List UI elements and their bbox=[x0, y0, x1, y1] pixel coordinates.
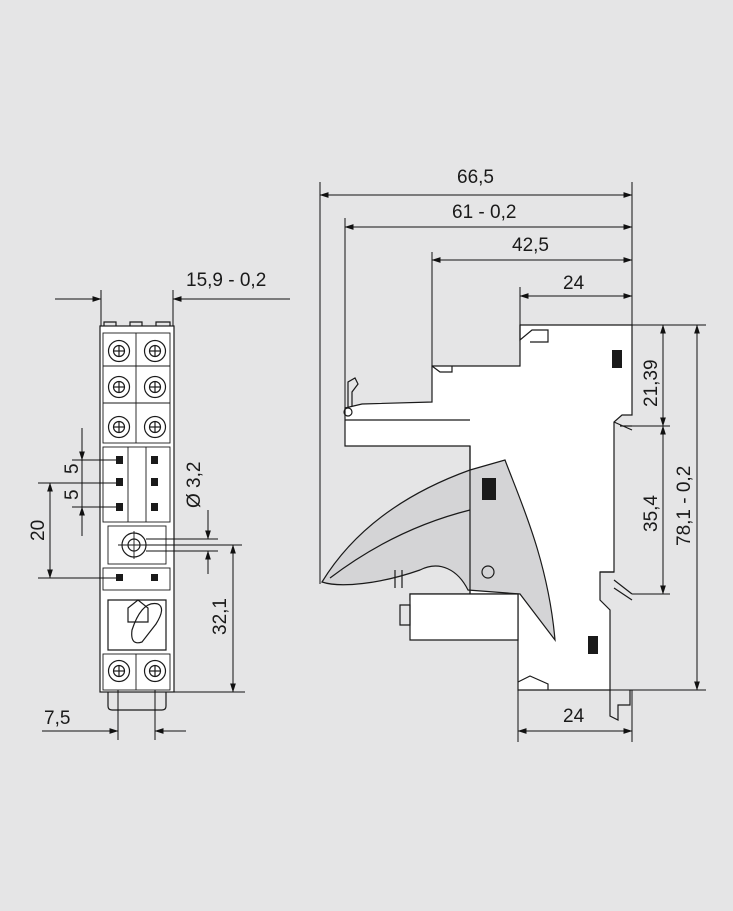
dim-step-length: 42,5 bbox=[512, 235, 549, 256]
dim-hole-height: 32,1 bbox=[210, 598, 231, 635]
retaining-clip bbox=[321, 459, 556, 643]
bottom-terminal-screws bbox=[102, 653, 171, 691]
socket-body bbox=[99, 325, 175, 693]
dim-front-width: 15,9 - 0,2 bbox=[186, 270, 266, 291]
dim-upper-height: 21,39 bbox=[641, 359, 662, 407]
dim-pitch-b: 5 bbox=[62, 489, 83, 500]
dim-clip-length: 61 - 0,2 bbox=[452, 202, 516, 223]
dim-pitch-a: 5 bbox=[62, 463, 83, 474]
dim-top-length: 24 bbox=[563, 273, 585, 294]
dim-mount-offset: 7,5 bbox=[44, 708, 70, 729]
dim-total-length: 66,5 bbox=[457, 167, 494, 188]
dim-hole-diameter: Ø 3,2 bbox=[184, 462, 205, 508]
mounting-hole bbox=[107, 525, 167, 565]
dim-total-height: 78,1 - 0,2 bbox=[674, 466, 695, 546]
side-view: 66,5 61 - 0,2 42,5 24 21,39 35,4 78,1 - … bbox=[319, 167, 706, 742]
front-view: 15,9 - 0,2 5 5 20 Ø 3,2 32,1 7,5 bbox=[28, 270, 290, 740]
dim-rail-height: 35,4 bbox=[641, 495, 662, 532]
dim-bottom-width: 24 bbox=[563, 706, 585, 727]
clip-hinge bbox=[107, 599, 167, 651]
pin-field bbox=[102, 446, 171, 523]
dim-pitch-total: 20 bbox=[28, 520, 49, 541]
top-terminal-screws bbox=[102, 332, 171, 444]
